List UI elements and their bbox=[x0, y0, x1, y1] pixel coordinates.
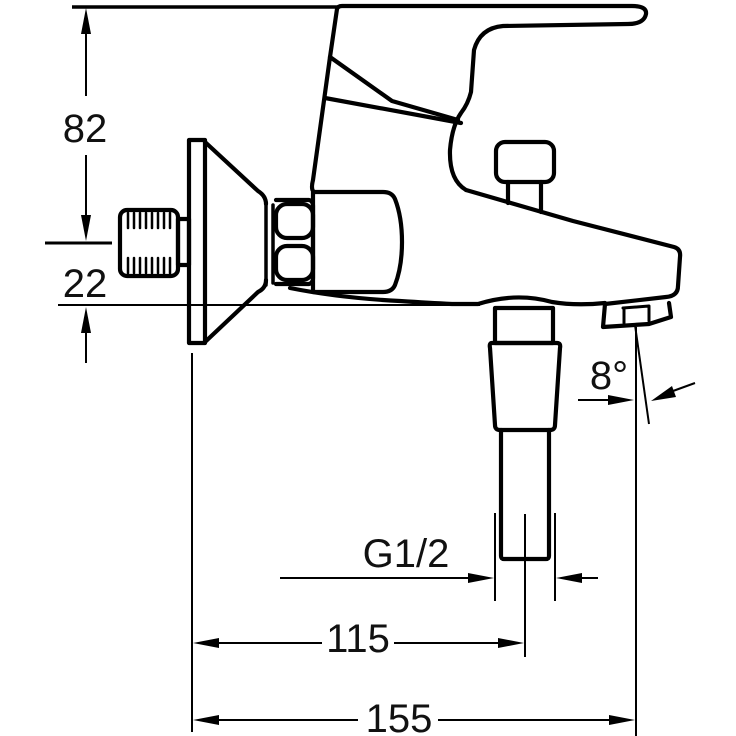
handle-seam-upper bbox=[327, 54, 461, 123]
dim-115-label: 115 bbox=[326, 617, 390, 661]
arrow-g12-left bbox=[468, 573, 494, 583]
cone-top-edge bbox=[202, 139, 269, 207]
cone-rim bbox=[264, 201, 275, 287]
dim-82-label: 82 bbox=[63, 107, 108, 151]
arrow-82-down bbox=[81, 215, 91, 241]
hex-nut-facet-upper bbox=[273, 201, 316, 241]
spout-angle-line bbox=[634, 324, 650, 425]
hex-nut-facet-lower bbox=[273, 243, 316, 283]
arrow-22-up bbox=[81, 307, 91, 333]
aerator-inner-detail bbox=[621, 304, 651, 325]
lever-handle bbox=[327, 3, 649, 193]
cartridge-sleeve bbox=[310, 189, 405, 295]
arrow-angle-left bbox=[608, 395, 634, 405]
angle-arrow-right-tail bbox=[672, 382, 696, 392]
hose-connector-body bbox=[487, 340, 563, 433]
arrow-155-right bbox=[609, 715, 635, 725]
arrow-115-left bbox=[193, 638, 219, 648]
handle-seam-lower bbox=[322, 95, 464, 126]
inlet-pipe-threads bbox=[126, 211, 172, 275]
hex-nut-outline bbox=[273, 197, 316, 287]
arrowheads bbox=[81, 8, 676, 725]
cone-bottom-edge bbox=[202, 277, 269, 345]
spout-aerator bbox=[600, 300, 674, 330]
arrow-82-up bbox=[81, 8, 91, 34]
arrow-115-right bbox=[498, 638, 524, 648]
arrow-angle-right bbox=[651, 386, 676, 401]
spout-angle-label: 8° bbox=[590, 354, 628, 398]
wall-plate bbox=[186, 137, 208, 346]
dim-22-label: 22 bbox=[63, 262, 108, 306]
dim-155-label: 155 bbox=[366, 697, 433, 736]
diverter-knob-stem bbox=[505, 179, 544, 215]
dimension-labels: 82 22 8° G1/2 115 155 bbox=[63, 107, 628, 736]
body-bottom-edge bbox=[287, 285, 608, 307]
inlet-pipe-neck bbox=[175, 216, 192, 268]
escutcheon-left-edge bbox=[309, 54, 333, 194]
diverter-knob bbox=[493, 139, 557, 185]
body-top-edge bbox=[463, 187, 683, 307]
hose-connector-upper bbox=[492, 305, 556, 346]
thread-size-label: G1/2 bbox=[363, 532, 450, 576]
arrow-155-left bbox=[193, 715, 219, 725]
faucet-outline bbox=[117, 3, 683, 562]
arrow-g12-right bbox=[556, 573, 582, 583]
dimension-lines bbox=[45, 5, 696, 736]
